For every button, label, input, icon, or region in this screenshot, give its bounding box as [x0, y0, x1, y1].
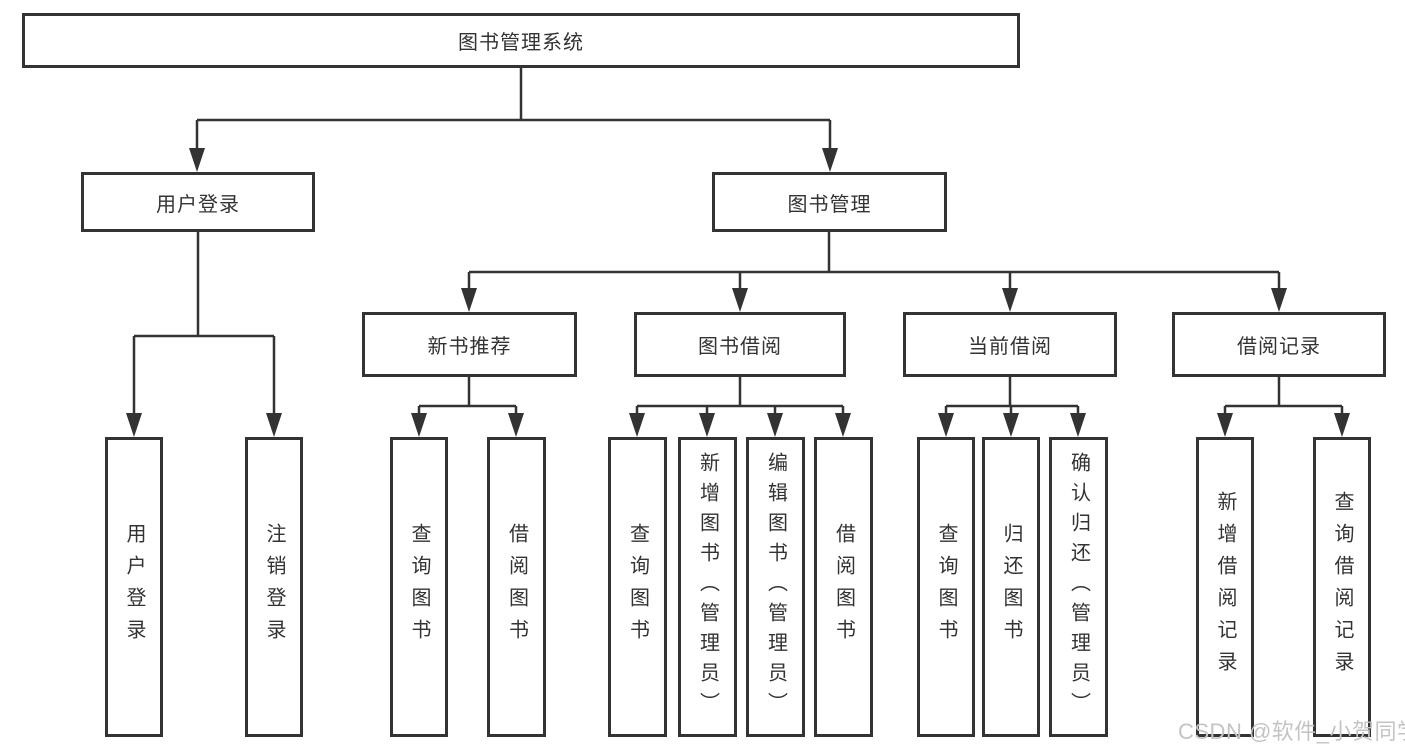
node-book-management: 图书管理	[712, 172, 947, 232]
leaf-edit-book-admin: 编辑图书（管理员）	[746, 437, 805, 737]
node-book-management-system: 图书管理系统	[22, 13, 1020, 68]
connector-borrow-records-to-leaves	[1217, 377, 1350, 437]
csdn-watermark: CSDN @软件_小贺同学	[1178, 719, 1405, 744]
leaf-return-books: 归还图书	[982, 437, 1040, 737]
node-borrow-records: 借阅记录	[1172, 312, 1386, 377]
leaf-add-book-admin: 新增图书（管理员）	[678, 437, 737, 737]
node-label: 借阅图书	[832, 523, 855, 651]
leaf-query-borrow-record: 查询借阅记录	[1313, 437, 1371, 737]
leaf-logout: 注销登录	[245, 437, 303, 737]
leaf-add-borrow-record: 新增借阅记录	[1196, 437, 1254, 737]
node-label: 用户登录	[156, 193, 240, 216]
node-label: 借阅图书	[505, 523, 528, 651]
node-label: 图书管理系统	[458, 32, 584, 54]
leaf-borrow-books-recommend: 借阅图书	[487, 437, 546, 737]
connector-new-book-to-leaves	[411, 377, 524, 437]
node-label: 新增借阅记录	[1214, 491, 1236, 683]
node-label: 用户登录	[123, 523, 145, 651]
node-label: 确认归还（管理员）	[1067, 452, 1090, 722]
leaf-user-login: 用户登录	[105, 437, 163, 737]
node-label: 当前借阅	[968, 336, 1052, 358]
leaf-confirm-return-admin: 确认归还（管理员）	[1049, 437, 1108, 737]
connector-current-borrow-to-leaves	[938, 377, 1086, 437]
connector-book-mgmt-to-level3	[461, 232, 1287, 312]
node-new-book-recommend: 新书推荐	[362, 312, 577, 377]
connector-user-login-to-leaves	[126, 232, 282, 437]
connector-book-borrow-to-leaves	[629, 377, 851, 437]
leaf-query-books-borrow: 查询图书	[608, 437, 667, 737]
leaf-borrow-books: 借阅图书	[814, 437, 873, 737]
node-label: 新书推荐	[427, 336, 512, 358]
node-label: 查询图书	[935, 523, 957, 651]
node-label: 编辑图书（管理员）	[764, 452, 787, 722]
node-book-borrow: 图书借阅	[634, 312, 846, 377]
node-label: 图书借阅	[698, 336, 782, 358]
node-label: 新增图书（管理员）	[696, 452, 719, 722]
connector-root-to-level2	[189, 68, 838, 172]
leaf-query-books-recommend: 查询图书	[390, 437, 448, 737]
node-user-login: 用户登录	[81, 172, 315, 232]
node-label: 归还图书	[1000, 523, 1022, 651]
node-current-borrow: 当前借阅	[903, 312, 1117, 377]
node-label: 查询图书	[626, 523, 649, 651]
node-label: 查询图书	[408, 523, 430, 651]
node-label: 查询借阅记录	[1331, 491, 1353, 683]
leaf-query-books-current: 查询图书	[917, 437, 975, 737]
node-label: 图书管理	[787, 193, 872, 216]
node-label: 注销登录	[263, 523, 285, 651]
node-label: 借阅记录	[1237, 336, 1321, 358]
